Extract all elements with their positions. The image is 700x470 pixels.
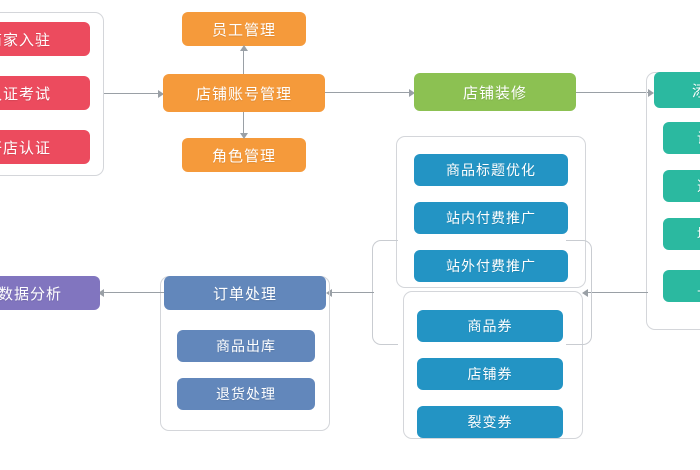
arrow-orders-to-analytics — [98, 289, 104, 297]
connector-decoration-to-product — [576, 92, 649, 94]
connector-account-to-decoration — [325, 92, 410, 94]
connector-account-to-role — [243, 112, 245, 134]
connector-promotion-to-orders — [330, 292, 374, 294]
node-role-management[interactable]: 角色管理 — [182, 138, 306, 172]
node-fill-attributes[interactable]: 填写属性 — [663, 218, 700, 250]
promotion-cluster-bracket-right — [566, 240, 592, 345]
node-shop-coupon[interactable]: 店铺券 — [417, 358, 563, 390]
node-offsite-paid-promotion[interactable]: 站外付费推广 — [414, 250, 568, 282]
connector-account-to-staff — [243, 50, 245, 74]
node-product-outbound[interactable]: 商品出库 — [177, 330, 315, 362]
arrow-product-to-promotion — [582, 289, 588, 297]
node-shop-decoration[interactable]: 店铺装修 — [414, 73, 576, 111]
node-store-certification[interactable]: 开店认证 — [0, 130, 90, 164]
connector-product-to-promotion — [586, 292, 648, 294]
arrow-account-to-role — [240, 133, 248, 139]
node-return-processing[interactable]: 退货处理 — [177, 378, 315, 410]
node-set-category[interactable]: 设置类目 — [663, 122, 700, 154]
node-shop-account-management[interactable]: 店铺账号管理 — [163, 74, 325, 112]
node-add-product[interactable]: 添加商品 — [654, 72, 700, 108]
node-upload-images[interactable]: 上传图片 — [663, 270, 700, 302]
node-title-optimization[interactable]: 商品标题优化 — [414, 154, 568, 186]
arrow-account-to-staff — [240, 45, 248, 51]
node-certification-exam[interactable]: 认证考试 — [0, 76, 90, 110]
node-merchant-settle[interactable]: 商家入驻 — [0, 22, 90, 56]
node-fission-coupon[interactable]: 裂变券 — [417, 406, 563, 438]
arrow-decoration-to-product — [648, 89, 654, 97]
node-staff-management[interactable]: 员工管理 — [182, 12, 306, 46]
node-select-brand[interactable]: 选择品牌 — [663, 170, 700, 202]
coupon-group-frame — [403, 291, 583, 439]
connector-orders-to-analytics — [102, 292, 164, 294]
connector-onboarding-to-account — [104, 93, 159, 95]
node-order-processing[interactable]: 订单处理 — [164, 276, 326, 310]
arrow-onboarding-to-account — [158, 90, 164, 98]
onboarding-group-frame — [0, 12, 104, 176]
promotion-group-frame — [396, 136, 586, 288]
node-data-analysis[interactable]: 数据分析 — [0, 276, 100, 310]
node-onsite-paid-promotion[interactable]: 站内付费推广 — [414, 202, 568, 234]
arrow-account-to-decoration — [409, 89, 415, 97]
node-product-coupon[interactable]: 商品券 — [417, 310, 563, 342]
promotion-cluster-bracket-left — [372, 240, 398, 345]
